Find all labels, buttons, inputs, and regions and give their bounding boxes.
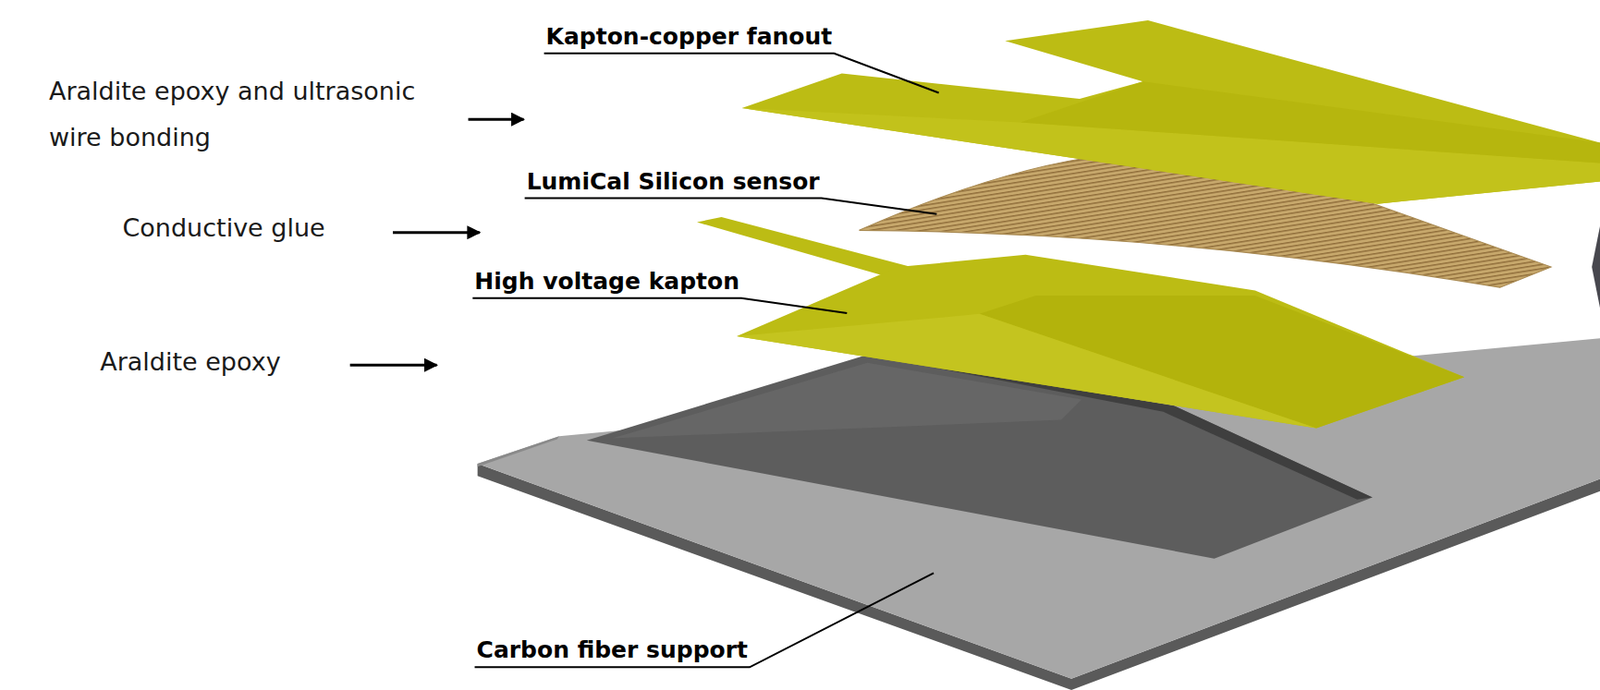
part-label: LumiCal Silicon sensor (526, 168, 820, 196)
pointer-arrow (392, 231, 480, 234)
process-label: Araldite epoxy and ultrasonic wire bondi… (48, 68, 458, 161)
kapton-copper-fanout (742, 20, 1600, 205)
part-label: High voltage kapton (474, 268, 740, 296)
part-label: Kapton-copper fanout (546, 23, 833, 51)
pointer-arrow (468, 118, 525, 122)
pointer-arrow (350, 364, 438, 367)
process-label: Conductive glue (122, 205, 325, 252)
leader-line (475, 573, 935, 668)
leader-line (525, 198, 938, 215)
leader-line (472, 298, 847, 314)
leader-line (544, 53, 940, 94)
page-edge-marker (1591, 226, 1600, 308)
process-label: Araldite epoxy (99, 339, 281, 386)
part-label: Carbon fiber support (476, 636, 748, 665)
